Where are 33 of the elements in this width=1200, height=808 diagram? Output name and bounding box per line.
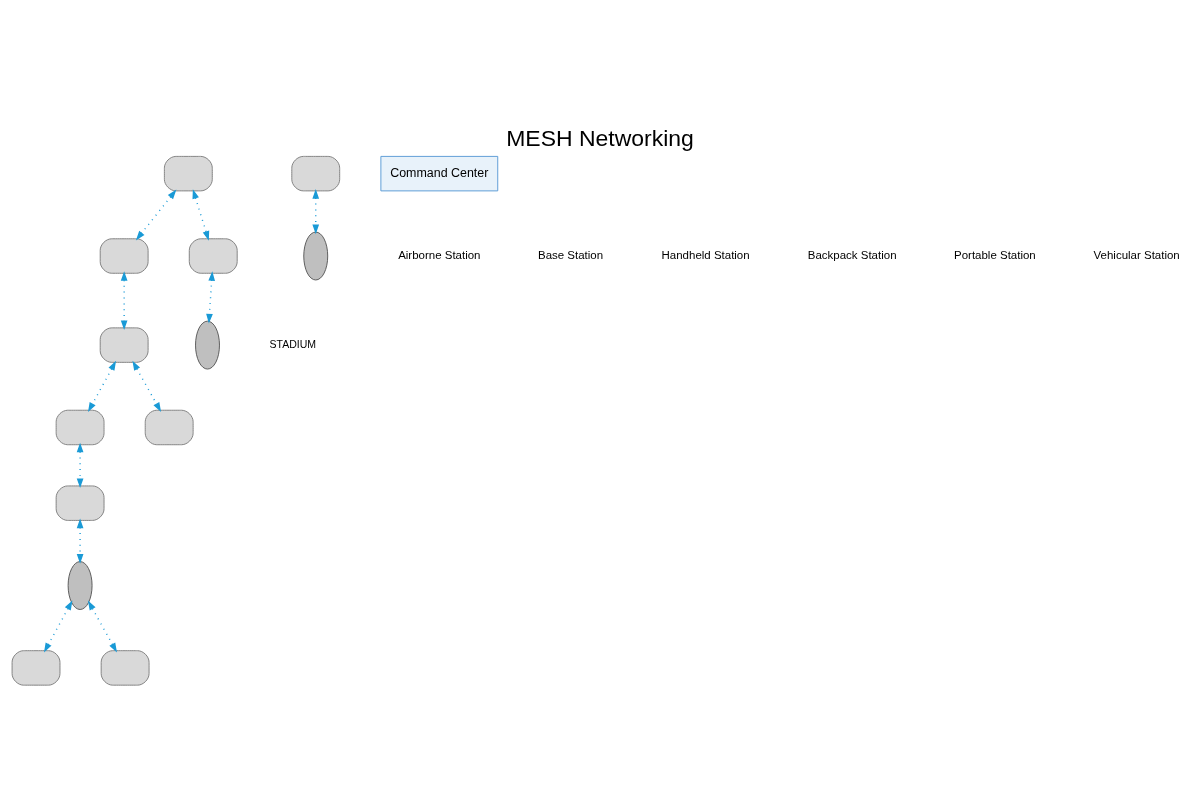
legend-label: Handheld Station bbox=[661, 248, 750, 261]
arrow bbox=[132, 360, 162, 412]
node-box bbox=[55, 484, 105, 521]
arrow bbox=[76, 442, 84, 488]
arrow bbox=[87, 600, 117, 652]
legend-label: Airborne Station bbox=[398, 248, 481, 261]
arrow bbox=[88, 360, 117, 412]
legend-label: Portable Station bbox=[954, 248, 1036, 261]
node-person bbox=[67, 560, 93, 610]
arrow bbox=[312, 188, 320, 234]
node-box bbox=[55, 409, 105, 445]
node-person bbox=[303, 231, 329, 280]
arrow bbox=[76, 518, 84, 564]
arrow bbox=[43, 600, 73, 652]
legend-label: Backpack Station bbox=[807, 248, 897, 261]
label: STADIUM bbox=[269, 337, 317, 350]
node-box bbox=[99, 326, 149, 363]
node-box bbox=[99, 237, 149, 274]
node-box bbox=[291, 155, 341, 191]
node-box bbox=[144, 409, 194, 445]
node-box bbox=[11, 649, 61, 686]
legend-label: Base Station bbox=[537, 248, 604, 261]
legend-label: Vehicular Station bbox=[1093, 248, 1180, 261]
node-box bbox=[100, 649, 150, 686]
arrow bbox=[192, 188, 210, 241]
node-person bbox=[195, 320, 220, 370]
node-box: Command Center bbox=[380, 155, 499, 191]
node-box bbox=[163, 155, 213, 191]
arrow bbox=[135, 189, 177, 240]
arrow bbox=[120, 270, 128, 330]
diagram-title: MESH Networking bbox=[506, 124, 694, 151]
node-box bbox=[188, 237, 238, 274]
arrow bbox=[206, 270, 216, 323]
